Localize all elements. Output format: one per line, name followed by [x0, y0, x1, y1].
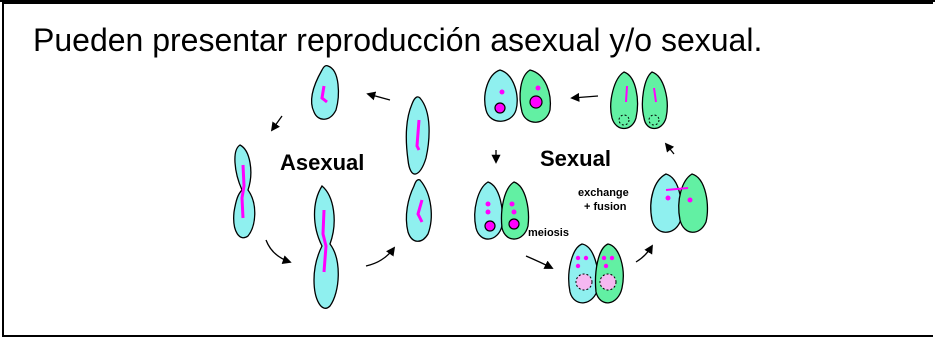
sexual-arrow-1 — [572, 96, 598, 98]
fusion-label: + fusion — [584, 201, 627, 213]
exchange-label: exchange — [578, 187, 629, 199]
slide-heading: Pueden presentar reproducción asexual y/… — [33, 20, 762, 60]
asexual-cell-left — [234, 145, 255, 238]
sexual-arrow-3 — [526, 256, 552, 268]
sexual-arrow-5 — [666, 144, 674, 154]
asexual-arrow-1 — [368, 94, 390, 100]
sexual-pair-bottom-left — [475, 182, 529, 239]
sexual-cycle: Sexual exchange + fusion meiosis — [475, 70, 708, 303]
asexual-arrow-2 — [272, 116, 282, 130]
sexual-pair-bottom-center — [569, 244, 623, 303]
asexual-cell-bottom — [314, 186, 338, 308]
asexual-label: Asexual — [280, 150, 364, 175]
sexual-pair-top-left — [485, 70, 551, 122]
sexual-pair-top-right — [611, 72, 667, 129]
asexual-cell-upper-right — [406, 97, 429, 174]
sexual-arrow-4 — [636, 246, 652, 262]
asexual-cell-top — [312, 66, 339, 120]
sexual-label: Sexual — [540, 146, 611, 171]
asexual-arrow-4 — [366, 248, 394, 266]
asexual-cycle: Asexual — [234, 66, 432, 309]
asexual-arrow-3 — [266, 240, 290, 262]
asexual-cell-right — [406, 180, 431, 242]
sexual-pair-right — [651, 174, 708, 232]
meiosis-label: meiosis — [528, 227, 569, 239]
